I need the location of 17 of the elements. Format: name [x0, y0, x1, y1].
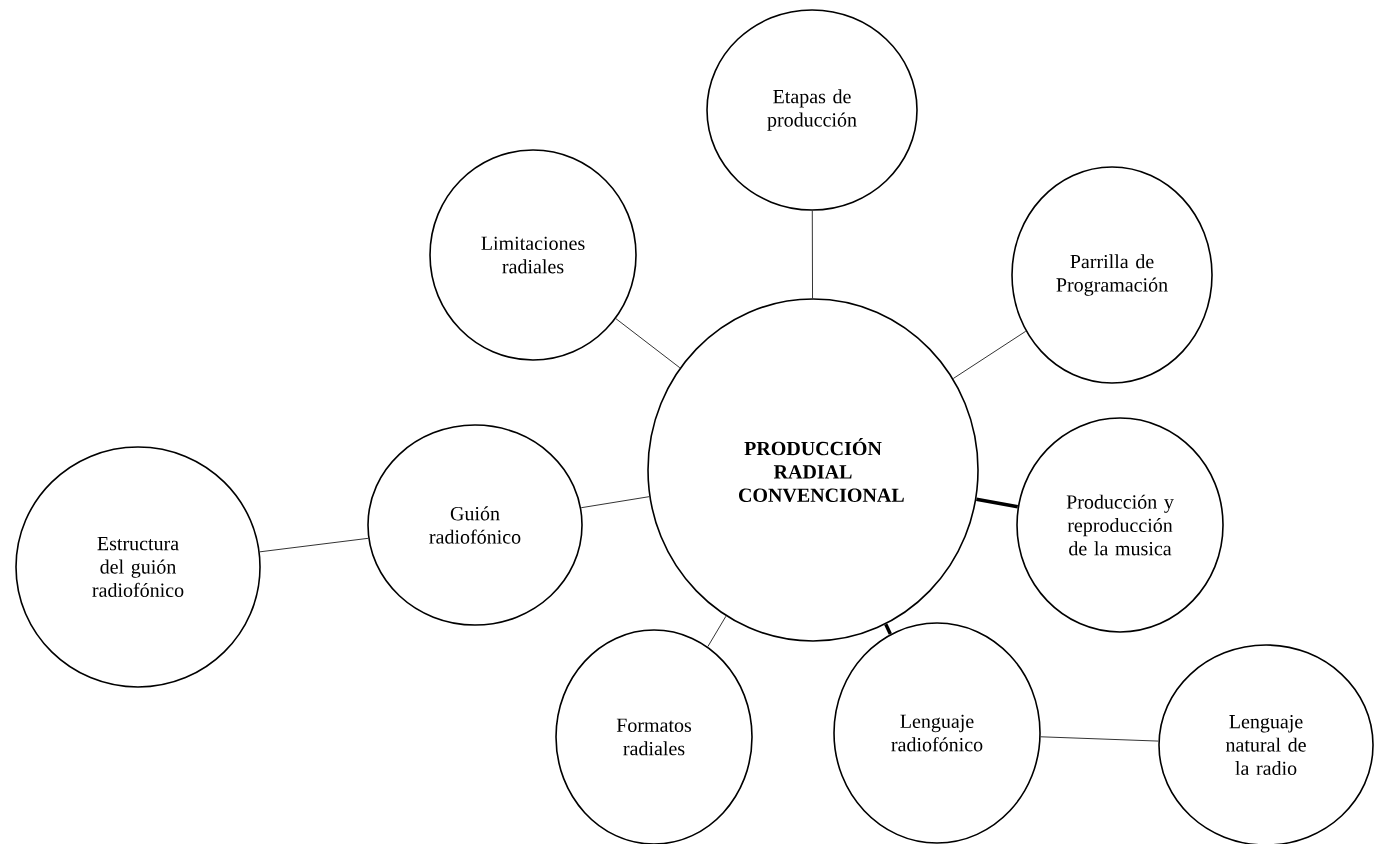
- ellipse-node: PRODUCCIÓN RADIAL CONVENCIONAL: [647, 298, 979, 642]
- ellipse-node: Parrilla de Programación: [1011, 166, 1213, 384]
- connector-line: [615, 318, 681, 369]
- connector-line: [707, 615, 727, 647]
- connector-line: [952, 330, 1027, 379]
- ellipse-node: Limitaciones radiales: [429, 149, 637, 361]
- ellipse-node: Guión radiofónico: [367, 424, 583, 626]
- connector-line: [259, 537, 369, 553]
- connector-line: [1040, 736, 1159, 742]
- connector-line: [976, 497, 1019, 509]
- ellipse-node: Etapas de producción: [706, 9, 918, 211]
- ellipse-node: Lenguaje radiofónico: [833, 622, 1041, 844]
- connector-line: [811, 210, 813, 299]
- connector-line: [884, 623, 892, 635]
- ellipse-node: Estructura del guión radiofónico: [15, 446, 261, 688]
- connector-line: [580, 496, 650, 509]
- ellipse-node: Producción y reproducción de la musica: [1016, 417, 1224, 633]
